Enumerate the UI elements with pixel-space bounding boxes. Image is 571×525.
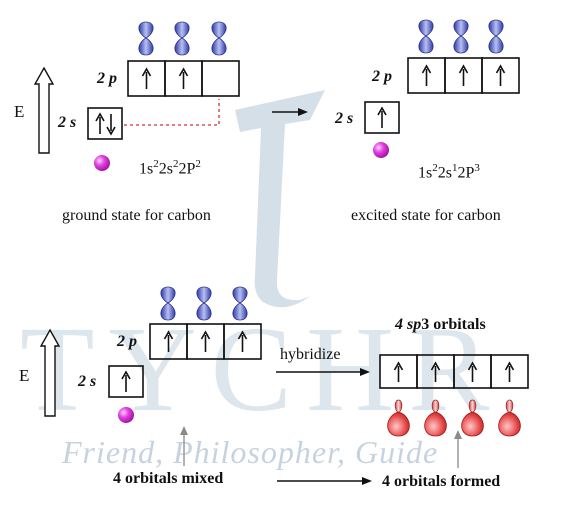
watermark-tagline: Friend, Philosopher, Guide [62, 434, 439, 470]
energy-arrow-top [33, 66, 55, 154]
sp3-orbital-icon [424, 399, 447, 437]
excited-2p-box [481, 57, 520, 94]
excited-p-orbital-icon [418, 19, 434, 54]
energy-label-top: E [14, 102, 25, 121]
excited-2s-electron [377, 106, 387, 128]
ground-2p-electron [141, 67, 152, 89]
ground-2s-label: 2 s [58, 114, 77, 131]
bottom-s-orbital-icon [118, 407, 134, 423]
bottom-p-orbital-icon [232, 286, 248, 321]
excited-s-orbital-icon [373, 142, 389, 158]
bottom-2p-label: 2 p [117, 333, 137, 350]
sp3-box [490, 354, 529, 389]
excited-2p-electron [458, 64, 469, 86]
mixed-to-formed-arrow [277, 477, 372, 485]
bottom-2p-electron [200, 330, 211, 352]
mixed-label: 4 orbitals mixed [113, 470, 224, 487]
excited-2s-label: 2 s [335, 110, 354, 127]
bottom-2p-electron [163, 330, 174, 352]
sp3-orbital-icon [387, 399, 410, 437]
ground-2p-electron [178, 67, 189, 89]
sp3-electron [393, 361, 404, 382]
bottom-2p-electron [237, 330, 248, 352]
ground-s-orbital-icon [94, 155, 110, 171]
bottom-2s-box [108, 365, 144, 398]
energy-label-bottom: E [19, 366, 30, 385]
energy-arrow-bottom [39, 328, 61, 417]
ground-2p-box [201, 60, 240, 97]
bottom-2s-electron [121, 370, 131, 392]
excitation-arrow [272, 108, 308, 116]
bottom-2s-label: 2 s [78, 373, 97, 390]
formed-label: 4 orbitals formed [382, 473, 501, 490]
bottom-2p-box [223, 323, 262, 360]
sp3-electron [467, 361, 478, 382]
ground-2s-box [87, 107, 123, 140]
sp3-orbital-icon [461, 399, 484, 437]
sp3-electron [504, 361, 515, 382]
hybridize-arrow [276, 368, 370, 376]
ground-p-orbital-icon [211, 21, 227, 56]
excited-2p-electron [421, 64, 432, 86]
formed-pointer-arrow [454, 430, 462, 468]
excited-2p-electron [495, 64, 506, 86]
sp3-electron [430, 361, 441, 382]
sp3-orbital-icon [498, 399, 521, 437]
ground-p-orbital-icon [138, 21, 154, 56]
excited-2p-label: 2 p [372, 68, 392, 85]
promotion-dotted-line [124, 99, 220, 126]
ground-2s-electron-down [106, 114, 116, 136]
mixed-pointer-arrow [180, 426, 188, 466]
ground-2p-label: 2 p [97, 70, 117, 87]
excited-config: 1s22s12P3 [418, 162, 480, 182]
bottom-p-orbital-icon [196, 286, 212, 321]
ground-caption: ground state for carbon [62, 207, 211, 224]
ground-2s-electron-up [95, 112, 105, 134]
ground-p-orbital-icon [174, 21, 190, 56]
excited-2s-box [364, 101, 400, 134]
ground-config: 1s22s22P2 [139, 158, 201, 178]
excited-caption: excited state for carbon [351, 207, 501, 224]
sp3-title: 4 sp3 orbitals [395, 316, 486, 333]
excited-p-orbital-icon [453, 19, 469, 54]
watermark-logo [235, 90, 325, 308]
hybridize-label: hybridize [280, 346, 341, 363]
bottom-p-orbital-icon [160, 286, 176, 321]
excited-p-orbital-icon [488, 19, 504, 54]
